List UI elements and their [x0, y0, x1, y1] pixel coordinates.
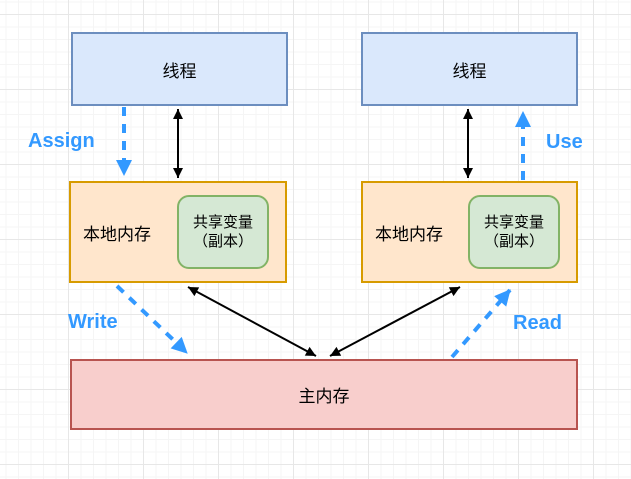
shared-variable-box-left[interactable]: 共享变量 （副本）	[177, 195, 269, 269]
main-memory-box[interactable]: 主内存	[70, 359, 578, 430]
local-memory-box-right[interactable]: 本地内存 共享变量 （副本）	[361, 181, 578, 283]
read-arrow[interactable]	[450, 288, 512, 359]
thread-box-right[interactable]: 线程	[361, 32, 578, 106]
write-arrow[interactable]	[115, 284, 189, 355]
read-edge-label: Read	[513, 312, 562, 334]
main-memory-label: 主内存	[298, 387, 350, 406]
local-main-arrow-left[interactable]	[187, 286, 317, 357]
shared-variable-line1-right: 共享变量	[483, 213, 544, 231]
local-memory-box-left[interactable]: 本地内存 共享变量 （副本）	[69, 181, 287, 283]
write-edge-label: Write	[68, 311, 118, 333]
use-edge-label: Use	[546, 131, 583, 153]
thread-label-right: 线程	[452, 61, 487, 81]
shared-variable-box-right[interactable]: 共享变量 （副本）	[468, 195, 560, 269]
thread-box-left[interactable]: 线程	[71, 32, 288, 106]
local-memory-label-right: 本地内存	[375, 224, 443, 244]
local-main-arrow-right[interactable]	[329, 286, 461, 357]
shared-variable-line2-left: （副本）	[192, 233, 253, 250]
thread-label-left: 线程	[162, 61, 197, 81]
local-memory-label-left: 本地内存	[83, 224, 151, 244]
shared-variable-line2-right: （副本）	[483, 233, 544, 250]
shared-variable-line1-left: 共享变量	[192, 213, 253, 231]
assign-edge-label: Assign	[28, 130, 95, 152]
